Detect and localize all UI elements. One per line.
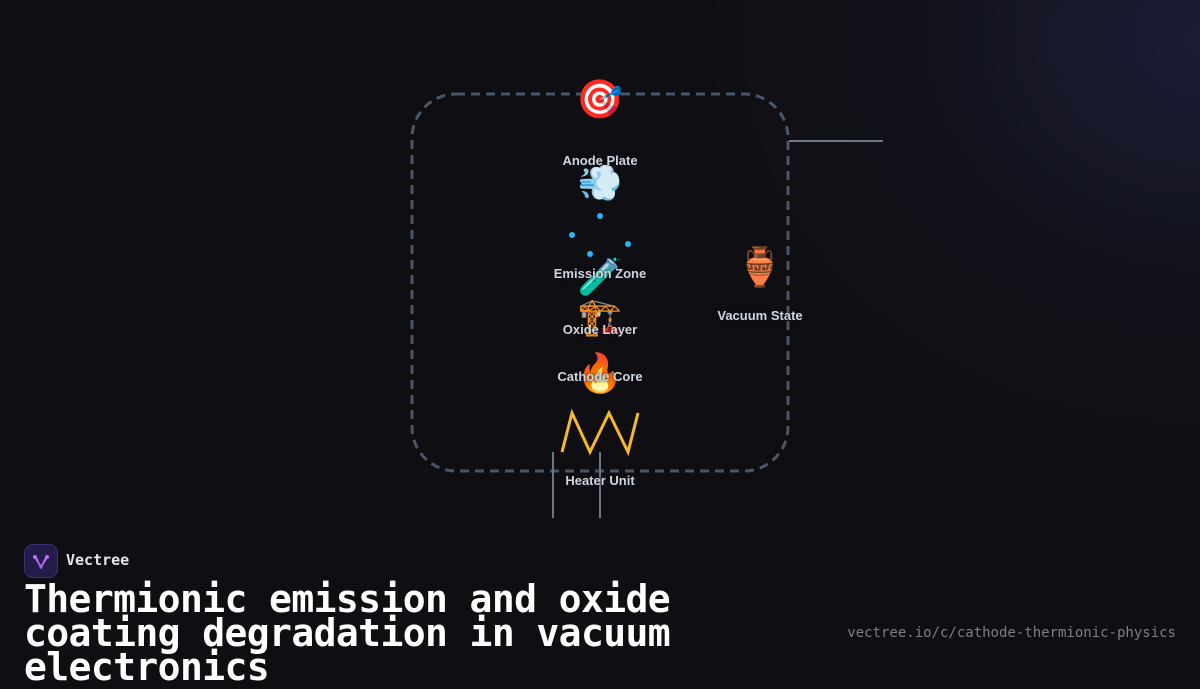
vacuum-state-label: Vacuum State [717,308,803,323]
anode-plate-label: Anode Plate [562,153,638,168]
vectree-logo-icon [24,544,58,578]
electron-particles [569,213,631,257]
dash-icon: 💨 [577,163,623,204]
source-url: vectree.io/c/cathode-thermionic-physics [847,625,1176,641]
heater-coil [560,408,640,457]
test-tube-icon: 🧪 [577,257,623,298]
vectree-logo-mark [33,555,49,569]
electron-particle [569,232,575,238]
brand-name: Vectree [66,551,130,569]
oxide-layer-label: Oxide Layer [562,322,638,337]
target-icon: 🎯 [576,77,624,121]
electron-particle [625,241,631,247]
construction-icon: 🏗️ [577,297,623,338]
page-title: Thermionic emission and oxide coating de… [24,577,671,689]
amphora-icon: 🏺 [736,245,784,289]
electron-particle [597,213,603,219]
cathode-core-label: Cathode Core [557,369,643,384]
electron-particle [587,251,593,257]
fire-icon: 🔥 [576,351,624,395]
emission-zone-label: Emission Zone [553,266,647,281]
tube-diagram [410,92,883,518]
heater-unit-label: Heater Unit [565,473,635,488]
